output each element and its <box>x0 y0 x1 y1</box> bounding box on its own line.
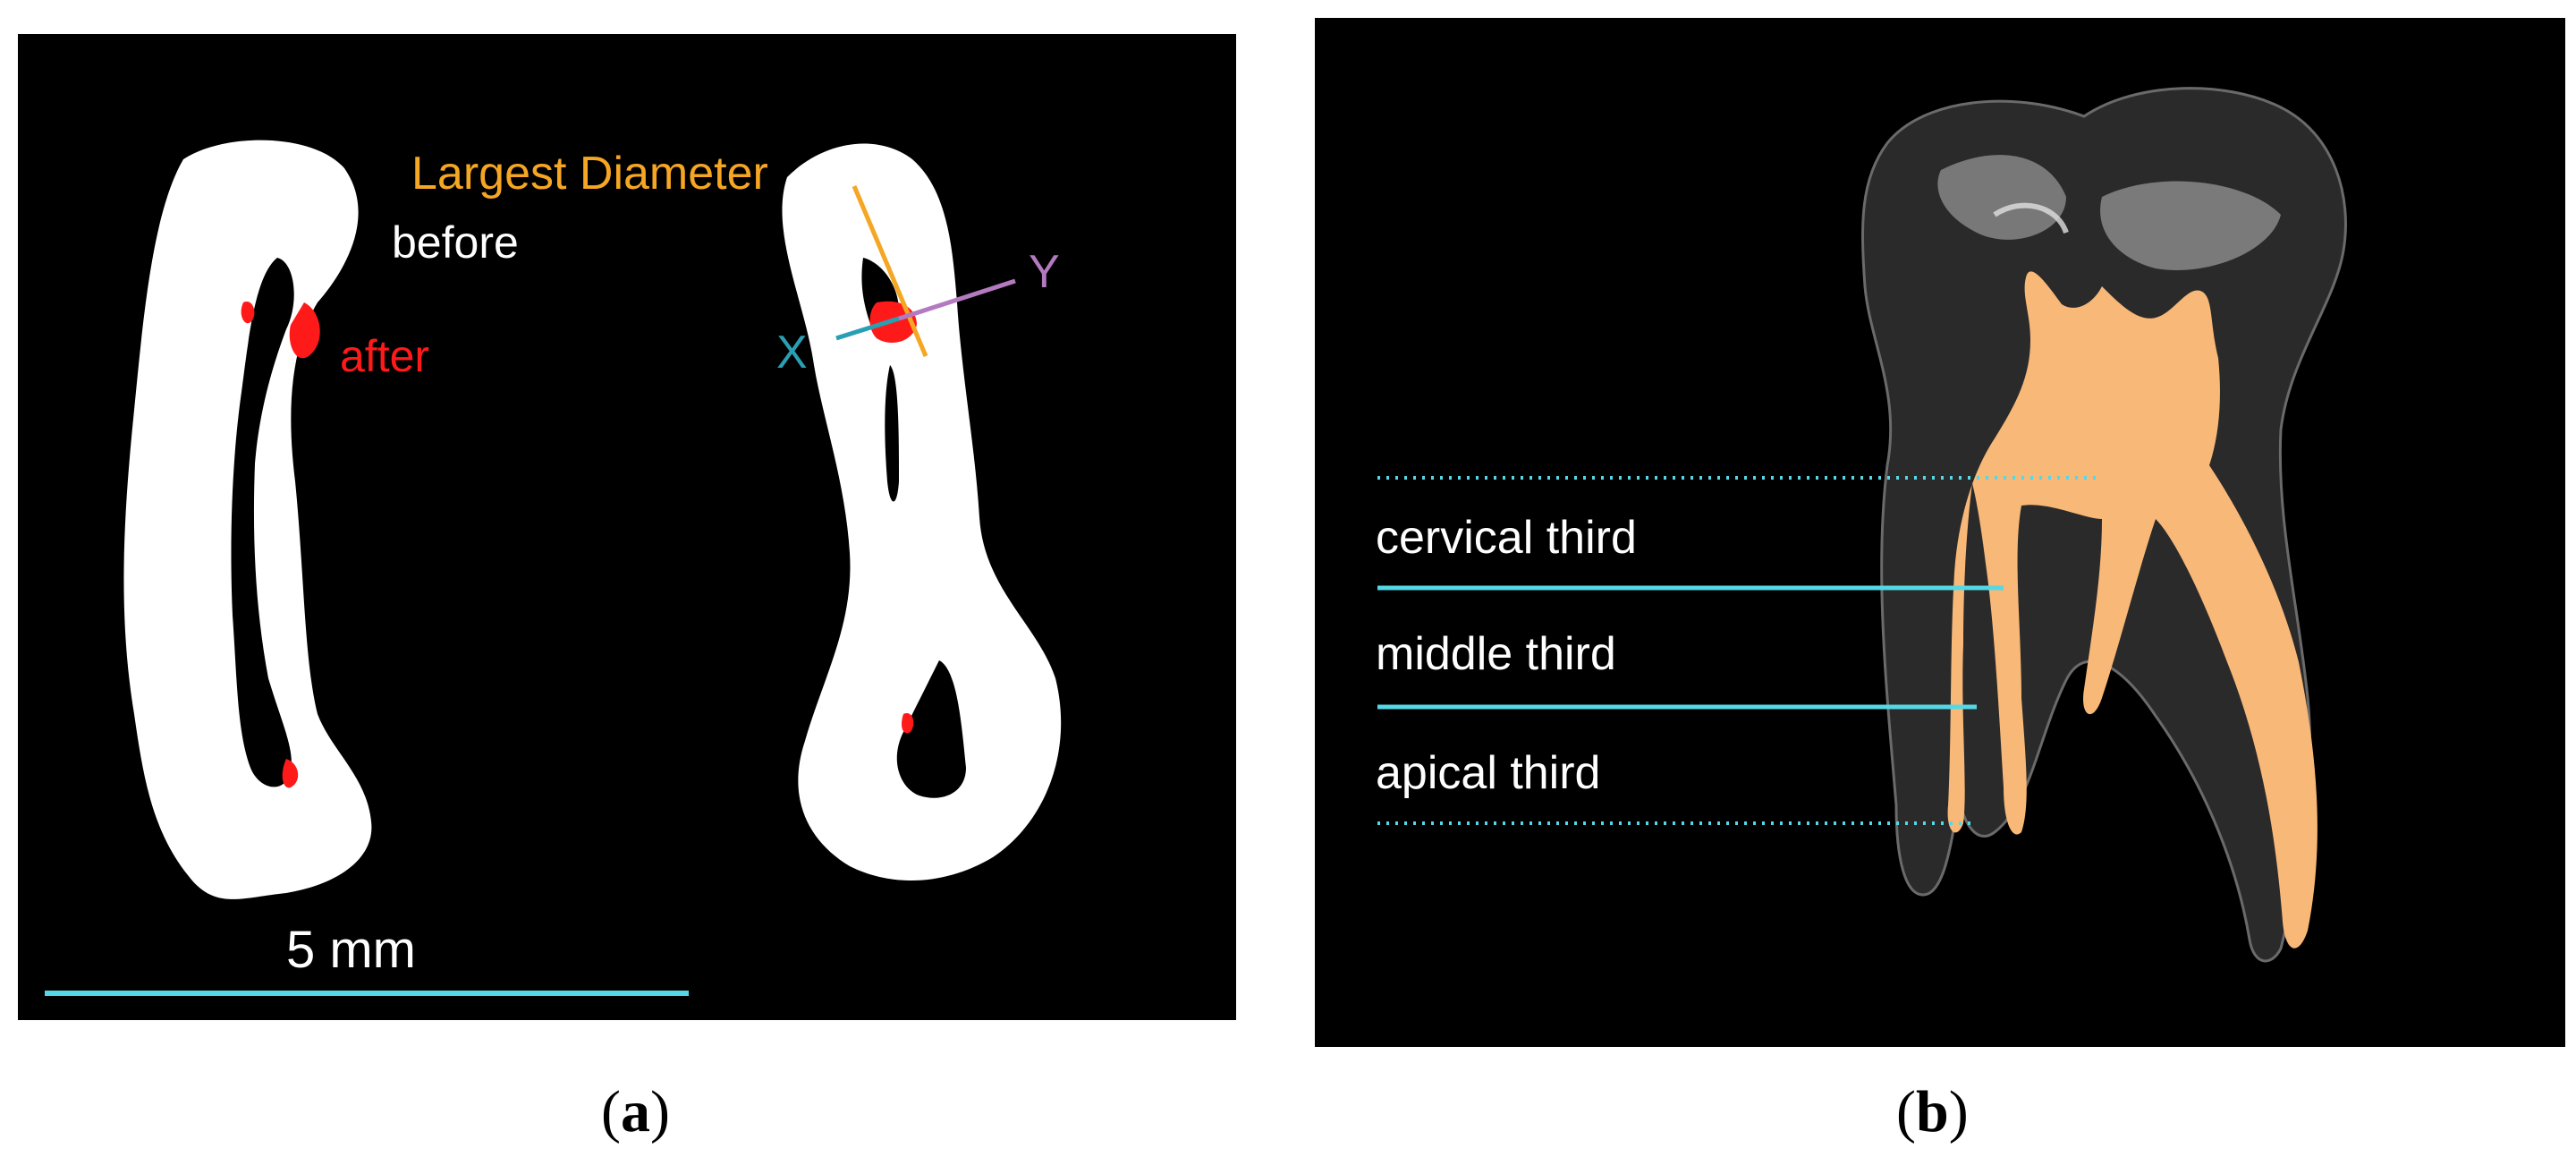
x-axis-line <box>835 316 900 341</box>
before-label: before <box>392 217 519 268</box>
panel-a-cross-sections: Largest Diameter before after X Y 5 mm <box>18 34 1236 1020</box>
panel-b-tooth-rendering: cervical third middle third apical third <box>1315 18 2565 1047</box>
scale-bar-label: 5 mm <box>286 921 416 979</box>
y-label: Y <box>1029 246 1060 298</box>
caption-b: (b) <box>1896 1079 1969 1144</box>
left-after-region <box>289 302 320 359</box>
largest-diameter-label: Largest Diameter <box>411 148 768 200</box>
caption-a: (a) <box>601 1079 670 1144</box>
y-axis-line <box>898 278 1016 321</box>
after-label: after <box>340 331 430 381</box>
pulp-canal <box>1947 271 2318 949</box>
cross-section-figure <box>45 140 1062 996</box>
tooth-figure <box>1377 87 2347 963</box>
right-root-section <box>782 143 1062 881</box>
cervical-third-label: cervical third <box>1376 512 1637 564</box>
x-label: X <box>776 327 808 379</box>
middle-third-label: middle third <box>1376 628 1616 680</box>
apical-third-label: apical third <box>1376 747 1601 799</box>
largest-diameter-line <box>852 185 928 357</box>
